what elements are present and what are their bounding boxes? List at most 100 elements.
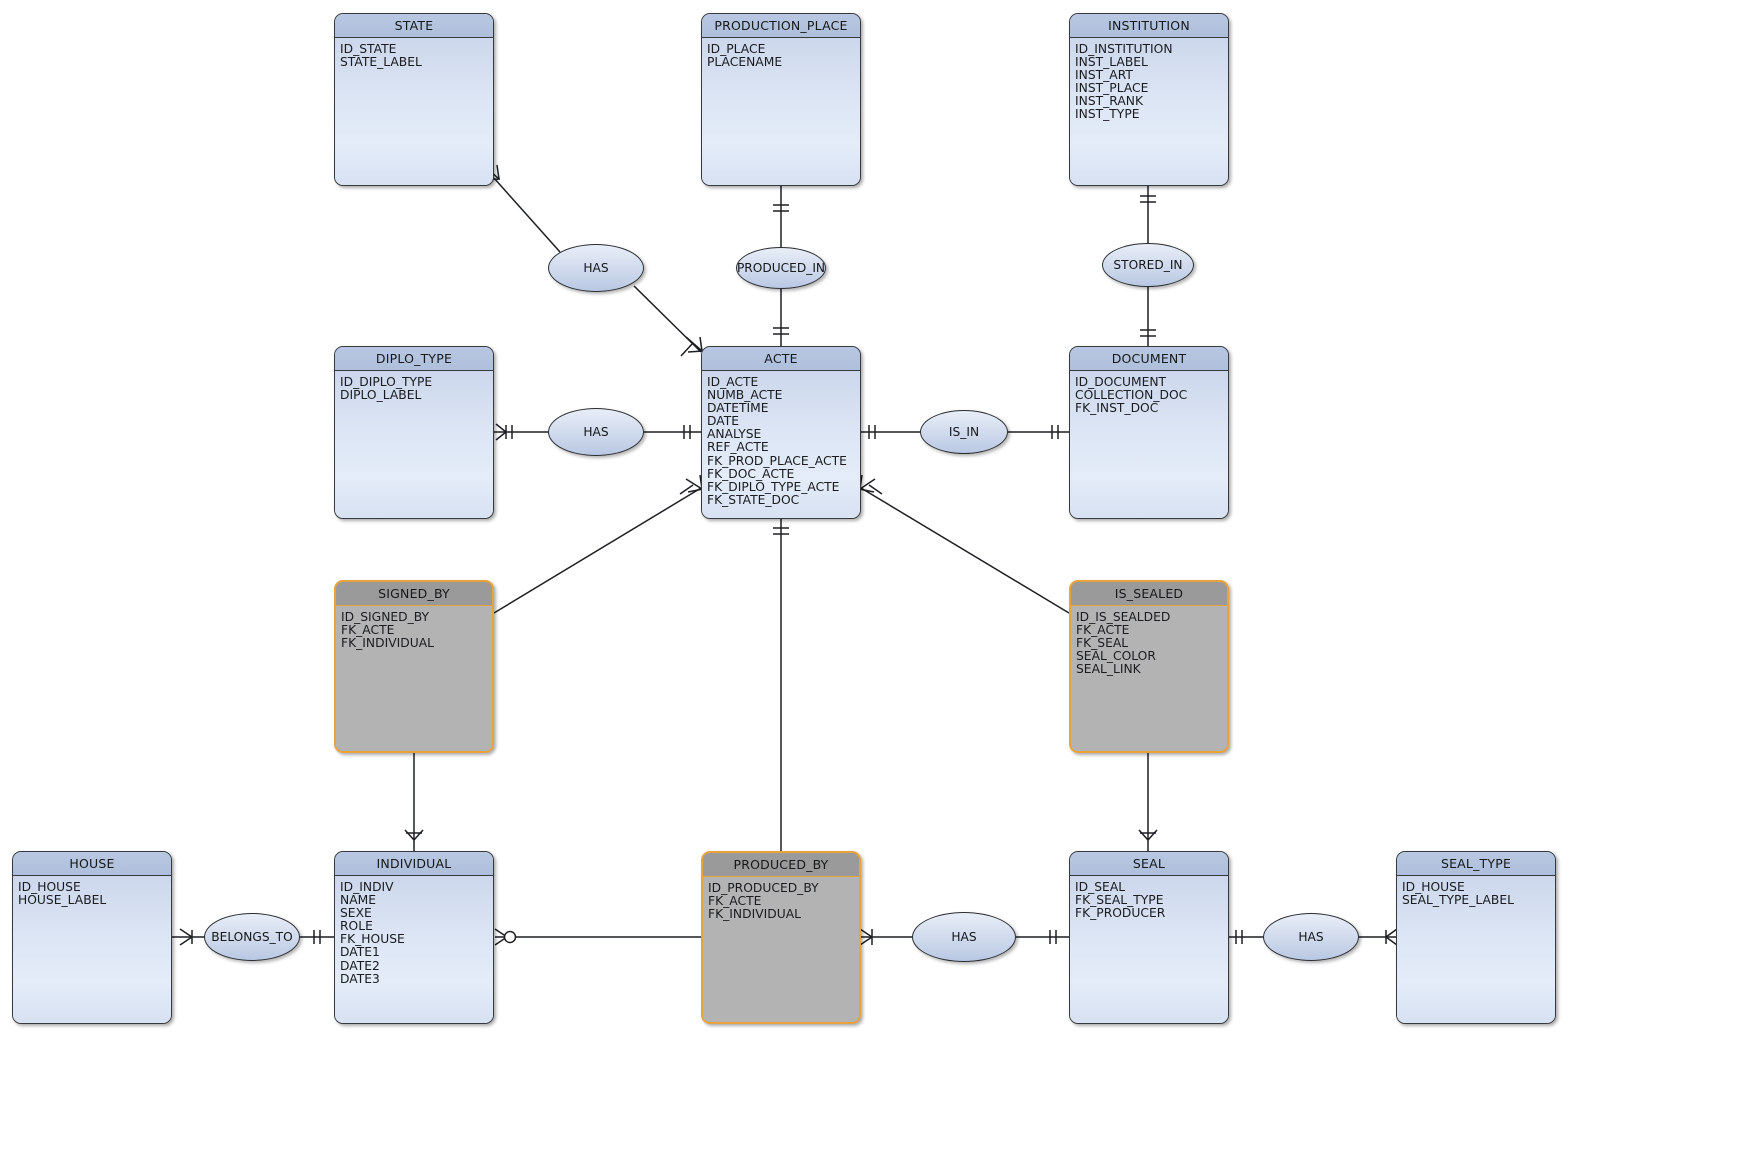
relationship-label: BELONGS_TO xyxy=(211,930,293,944)
attribute: ID_ACTE xyxy=(707,375,759,389)
entity-title-individual: INDIVIDUAL xyxy=(335,852,493,876)
entity-title-state: STATE xyxy=(335,14,493,38)
relationship-rel_has_produced_by[interactable]: HAS xyxy=(912,912,1016,962)
line-acte-signedby xyxy=(493,487,702,614)
attribute: ID_HOUSE xyxy=(1402,880,1465,894)
crowsfoot-individual-top xyxy=(404,829,424,841)
attribute: SEAL_TYPE_LABEL xyxy=(1402,893,1514,908)
attribute: ID_STATE xyxy=(340,42,397,56)
attribute: ID_HOUSE xyxy=(18,880,81,894)
attribute: FK_INDIVIDUAL xyxy=(341,636,434,651)
entity-title-acte: ACTE xyxy=(702,347,860,371)
line-has-acte-state xyxy=(633,285,702,353)
relationship-rel_produced_in[interactable]: PRODUCED_IN xyxy=(736,247,826,289)
relationship-label: STORED_IN xyxy=(1113,258,1183,272)
attribute: ID_PLACE xyxy=(707,42,766,56)
attribute: DATE xyxy=(707,414,739,429)
attribute: FK_PRODUCER xyxy=(1075,906,1166,921)
relationship-label: PRODUCED_IN xyxy=(736,261,826,275)
relationship-label: HAS xyxy=(583,425,609,439)
crowsfoot-acte-signedby xyxy=(679,474,704,495)
attribute: ID_INSTITUTION xyxy=(1075,42,1173,56)
attribute: NAME xyxy=(340,893,376,908)
attribute: FK_HOUSE xyxy=(340,932,405,947)
relationship-label: HAS xyxy=(951,930,977,944)
attribute: FK_PROD_PLACE_ACTE xyxy=(707,453,847,468)
relationship-rel_has_state[interactable]: HAS xyxy=(548,244,644,292)
attribute: DATETIME xyxy=(707,401,769,416)
entity-title-house: HOUSE xyxy=(13,852,171,876)
crowsfoot-seal-top xyxy=(1138,829,1158,841)
relationship-label: HAS xyxy=(1298,930,1324,944)
attribute: SEXE xyxy=(340,906,372,921)
attribute: SEAL_COLOR xyxy=(1076,649,1156,664)
relationship-label: HAS xyxy=(583,261,609,275)
entity-title-institution: INSTITUTION xyxy=(1070,14,1228,38)
attribute: FK_DIPLO_TYPE_ACTE xyxy=(707,479,840,494)
entity-title-seal_type: SEAL_TYPE xyxy=(1397,852,1555,876)
attribute: INST_LABEL xyxy=(1075,55,1148,70)
relationship-rel_has_seal_type[interactable]: HAS xyxy=(1263,913,1359,961)
line-acte-issealed xyxy=(860,487,1070,614)
relationship-label: IS_IN xyxy=(948,425,980,439)
crowsfoot-acte-state xyxy=(680,336,704,357)
attribute: PLACENAME xyxy=(707,55,783,70)
attribute: FK_DOC_ACTE xyxy=(707,466,795,481)
attribute: DATE3 xyxy=(340,971,380,986)
line-state-has xyxy=(493,177,561,253)
entity-title-produced_by: PRODUCED_BY xyxy=(703,853,859,877)
attribute: INST_RANK xyxy=(1075,94,1144,109)
attribute: ROLE xyxy=(340,919,373,934)
entity-title-signed_by: SIGNED_BY xyxy=(336,582,492,606)
relationship-rel_stored_in[interactable]: STORED_IN xyxy=(1102,243,1194,287)
attribute: ID_SIGNED_BY xyxy=(341,610,430,624)
attribute: ID_SEAL xyxy=(1075,880,1126,894)
attribute: ID_DOCUMENT xyxy=(1075,375,1167,389)
attribute: REF_ACTE xyxy=(707,440,769,455)
crowsfoot-acte-issealed xyxy=(858,474,883,495)
attribute: ANALYSE xyxy=(707,427,762,442)
attribute: STATE_LABEL xyxy=(340,55,422,70)
relationship-rel_has_diplo[interactable]: HAS xyxy=(548,408,644,456)
attribute: FK_STATE_DOC xyxy=(707,492,800,507)
relationship-rel_is_in[interactable]: IS_IN xyxy=(920,410,1008,454)
crowsfoot-house xyxy=(179,928,193,946)
attribute: NUMB_ACTE xyxy=(707,388,783,403)
attribute: ID_INDIV xyxy=(340,880,394,894)
relationship-rel_belongs_to[interactable]: BELONGS_TO xyxy=(204,913,300,961)
attribute: FK_ACTE xyxy=(1076,623,1130,638)
crowsfoot-diplotype xyxy=(495,423,513,441)
attribute: ID_DIPLO_TYPE xyxy=(340,375,433,389)
attribute: SEAL_LINK xyxy=(1076,662,1141,677)
attribute: DATE1 xyxy=(340,945,380,960)
attribute: ID_PRODUCED_BY xyxy=(708,881,819,895)
entity-title-seal: SEAL xyxy=(1070,852,1228,876)
attribute: DIPLO_LABEL xyxy=(340,388,422,403)
